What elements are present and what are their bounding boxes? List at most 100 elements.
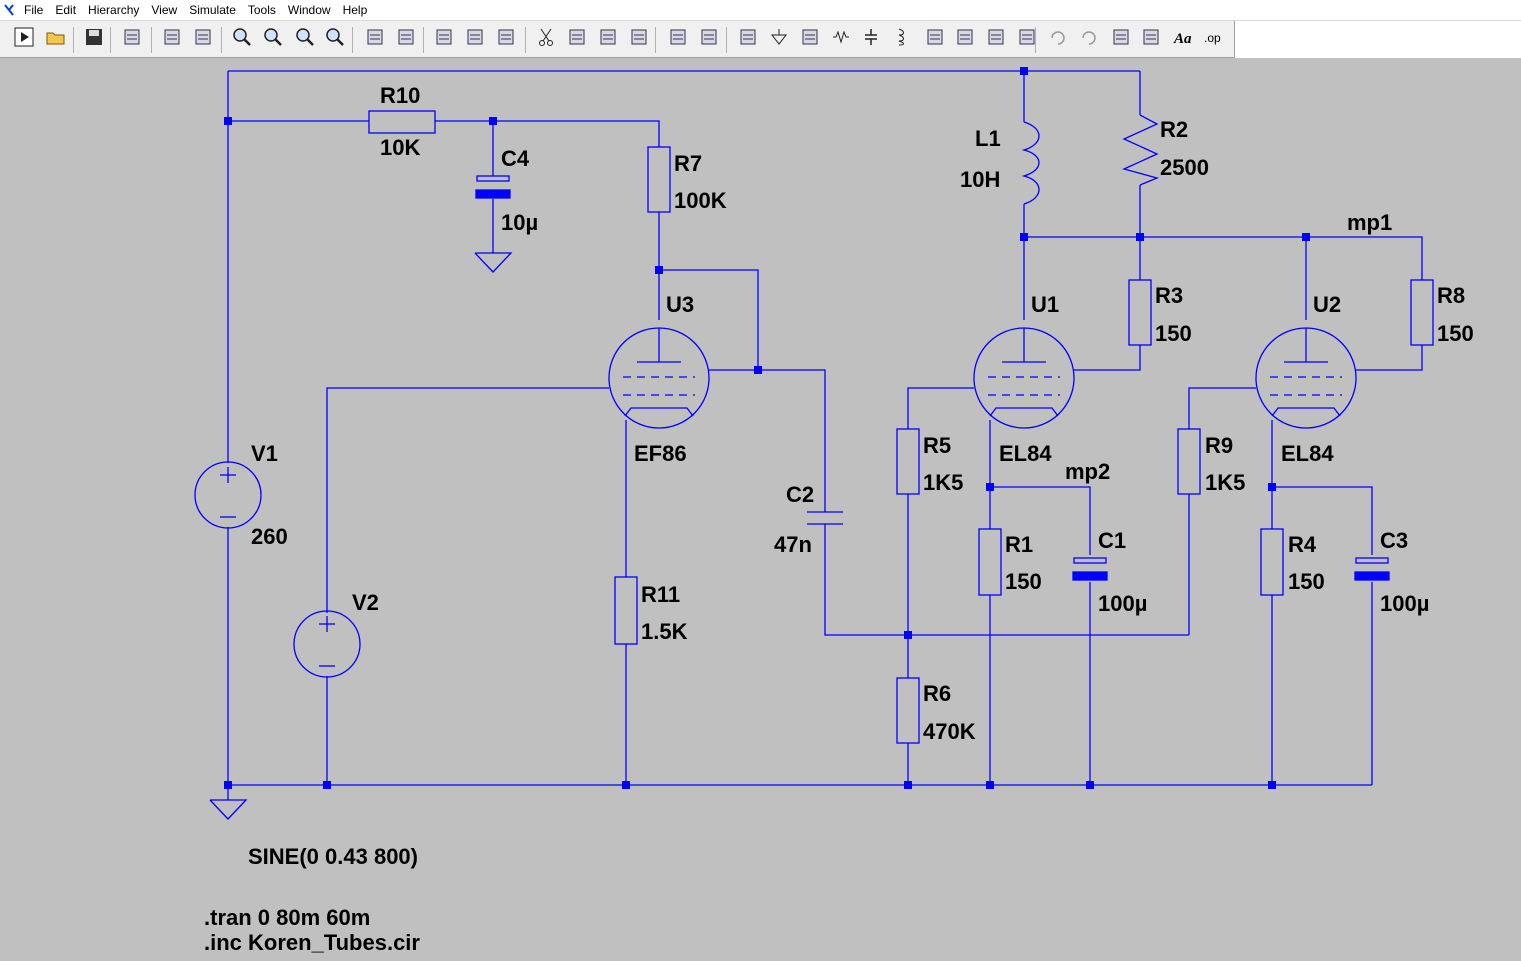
print-button[interactable] [665,26,691,52]
control-panel-button[interactable] [119,26,145,52]
label-r10-value[interactable]: 10K [380,135,420,160]
resistor-r8[interactable] [1410,279,1434,346]
label-v2-value[interactable]: SINE(0 0.43 800) [248,844,418,869]
label-u1-ref[interactable]: U1 [1031,292,1059,317]
voltage-source-v1[interactable] [194,461,262,529]
junction-dot[interactable] [1020,67,1028,75]
junction-dot[interactable] [224,781,232,789]
capacitor-c3[interactable] [1354,557,1390,581]
label-v1-value[interactable]: 260 [251,524,288,549]
label-u2-value[interactable]: EL84 [1281,441,1334,466]
inductor-button[interactable] [889,26,915,52]
label-u3-ref[interactable]: U3 [666,292,694,317]
junction-dot[interactable] [1302,233,1310,241]
menu-tools[interactable]: Tools [247,3,276,17]
redo-button[interactable] [1076,26,1102,52]
label-r1-value[interactable]: 150 [1005,569,1042,594]
label-l1-value[interactable]: 10H [960,167,1000,192]
junction-dot[interactable] [224,117,232,125]
label-c2-value[interactable]: 47n [774,532,812,557]
junction-dot[interactable] [655,266,663,274]
capacitor-button[interactable] [858,26,884,52]
label-r7-value[interactable]: 100K [674,188,727,213]
label-r8-value[interactable]: 150 [1437,321,1474,346]
undo-button[interactable] [1045,26,1071,52]
open-button[interactable] [43,26,69,52]
menu-simulate[interactable]: Simulate [189,3,236,17]
cut-button[interactable] [533,26,559,52]
label-r5-ref[interactable]: R5 [923,433,951,458]
capacitor-c2[interactable] [807,511,843,525]
label-v2-ref[interactable]: V2 [352,590,379,615]
text-button[interactable]: Aa [1169,26,1195,52]
label-r7-ref[interactable]: R7 [674,151,702,176]
resistor-r5[interactable] [896,428,920,495]
label-r6-ref[interactable]: R6 [923,681,951,706]
junction-dot[interactable] [323,781,331,789]
label-c4-ref[interactable]: C4 [501,146,530,171]
label-v1-ref[interactable]: V1 [251,441,278,466]
label-r3-ref[interactable]: R3 [1155,283,1183,308]
spice-directive-inc[interactable]: .inc Koren_Tubes.cir [204,930,420,955]
menu-view[interactable]: View [151,3,178,17]
mirror-button[interactable] [1138,26,1164,52]
cascade-button[interactable] [462,26,488,52]
label-c3-value[interactable]: 100µ [1380,591,1429,616]
label-c1-value[interactable]: 100µ [1098,591,1147,616]
menu-file[interactable]: File [24,3,44,17]
junction-dot[interactable] [1268,483,1276,491]
label-c4-value[interactable]: 10µ [501,210,538,235]
halt-button[interactable] [159,26,185,52]
label-net-mp1[interactable]: mp1 [1347,210,1392,235]
menu-help[interactable]: Help [342,3,368,17]
spice-directive-button[interactable]: .op [1200,26,1226,52]
voltage-source-v2[interactable] [293,610,361,678]
label-u2-ref[interactable]: U2 [1313,292,1341,317]
junction-dot[interactable] [904,631,912,639]
spice-directive-tran[interactable]: .tran 0 80m 60m [204,905,370,930]
drag-button[interactable] [1014,26,1040,52]
paste-button[interactable] [595,26,621,52]
resistor-r11[interactable] [614,576,638,645]
label-r3-value[interactable]: 150 [1155,321,1192,346]
label-c3-ref[interactable]: C3 [1380,528,1408,553]
label-r2-value[interactable]: 2500 [1160,155,1209,180]
label-r11-ref[interactable]: R11 [641,582,680,607]
component-button[interactable] [952,26,978,52]
resistor-r2[interactable] [1122,114,1160,186]
autorange-button[interactable] [362,26,388,52]
ground-button[interactable] [766,26,792,52]
junction-dot[interactable] [1268,781,1276,789]
zoom-rect-button[interactable] [260,26,286,52]
label-r4-value[interactable]: 150 [1288,569,1325,594]
print-setup-button[interactable] [696,26,722,52]
resistor-button[interactable] [828,26,854,52]
label-r4-ref[interactable]: R4 [1288,532,1317,557]
menu-window[interactable]: Window [287,3,331,17]
save-button[interactable] [81,26,107,52]
ground-symbol-c4[interactable] [474,252,513,273]
label-r8-ref[interactable]: R8 [1437,283,1465,308]
zoom-in-button[interactable] [229,26,255,52]
capacitor-c1[interactable] [1072,557,1108,581]
resistor-r4[interactable] [1260,528,1284,596]
plot-button[interactable] [393,26,419,52]
label-r10-ref[interactable]: R10 [380,83,420,108]
label-r1-ref[interactable]: R1 [1005,532,1033,557]
label-l1-ref[interactable]: L1 [975,126,1001,151]
wire-button[interactable] [735,26,761,52]
menu-hierarchy[interactable]: Hierarchy [88,3,140,17]
label-r11-value[interactable]: 1.5K [641,619,688,644]
diode-button[interactable] [922,26,948,52]
resistor-r10[interactable] [368,110,436,134]
pan-hand-button[interactable] [190,26,216,52]
label-u3-value[interactable]: EF86 [634,441,687,466]
junction-dot[interactable] [1020,233,1028,241]
junction-dot[interactable] [1136,233,1144,241]
label-r2-ref[interactable]: R2 [1160,117,1188,142]
rotate-button[interactable] [1108,26,1134,52]
resistor-r9[interactable] [1177,428,1201,495]
junction-dot[interactable] [904,781,912,789]
label-r5-value[interactable]: 1K5 [923,470,963,495]
run-button[interactable] [11,26,37,52]
